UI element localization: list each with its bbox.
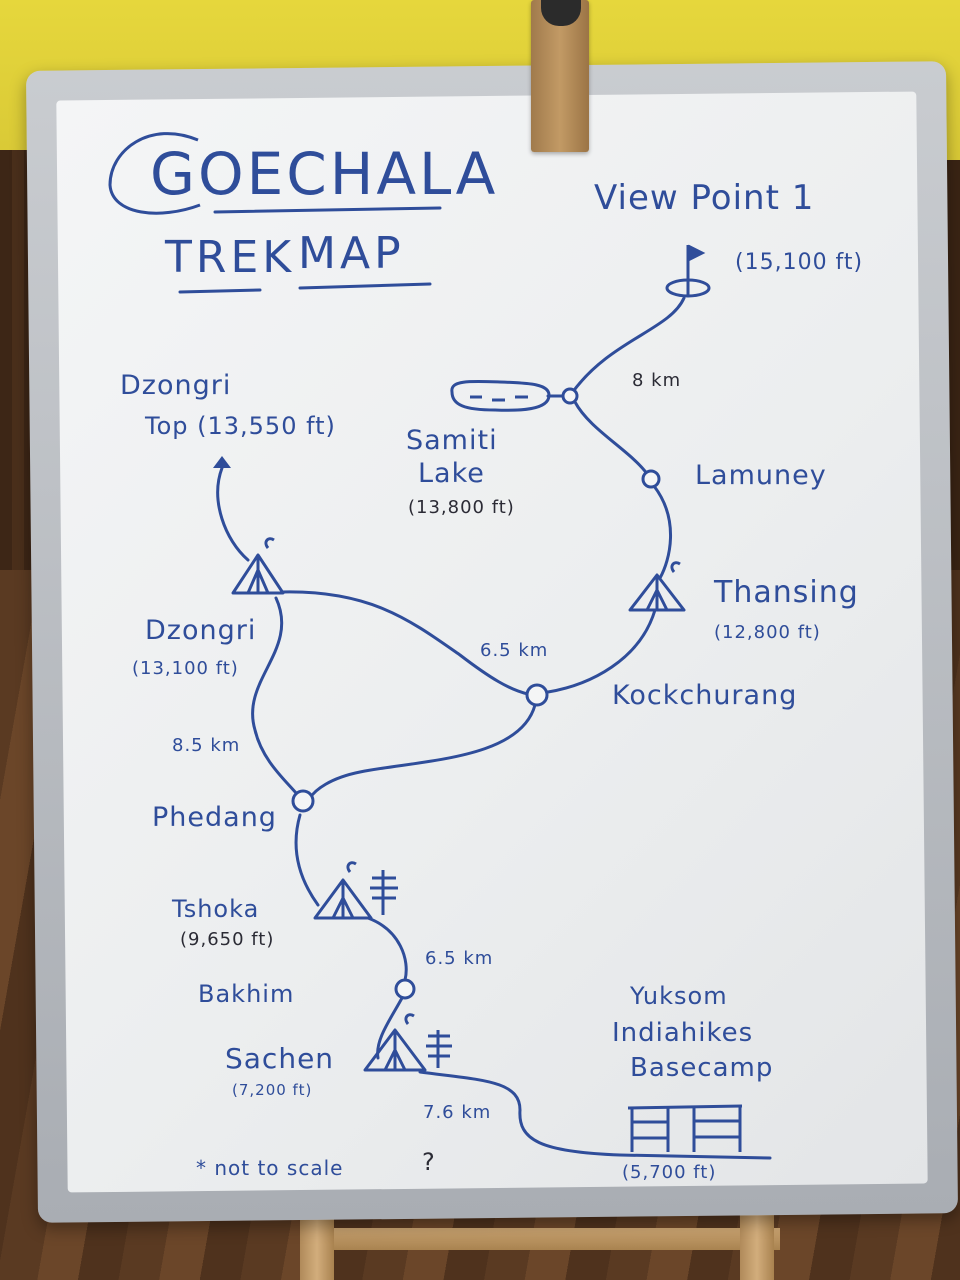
flag-icon <box>665 244 711 298</box>
lamuney-label: Lamuney <box>695 460 827 491</box>
dzongri-top-label-line2: Top (13,550 ft) <box>145 412 336 440</box>
easel-crossbar <box>300 1228 780 1250</box>
title-g-flourish <box>108 132 201 215</box>
kockchurang-label: Kockchurang <box>612 680 798 711</box>
map-title: GOECHALA <box>150 140 499 208</box>
route-samiti-lamuney <box>573 400 650 477</box>
subtitle-underline <box>178 282 432 294</box>
phedang-label: Phedang <box>152 802 277 833</box>
footnote-not-to-scale: * not to scale <box>196 1156 344 1180</box>
yuksom-altitude: (5,700 ft) <box>622 1162 717 1183</box>
easel-leg-right <box>740 1210 774 1280</box>
thansing-altitude: (12,800 ft) <box>714 622 821 643</box>
basecamp-building-icon <box>627 1104 743 1152</box>
viewpoint-altitude: (15,100 ft) <box>735 250 864 275</box>
corner-scribble-mark: ? <box>422 1148 436 1176</box>
sachen-label: Sachen <box>225 1042 335 1075</box>
samiti-label-line2: Lake <box>418 458 485 489</box>
route-tshoka-bakhim <box>366 916 408 982</box>
easel-leg-left <box>300 1210 334 1280</box>
yuksom-label-line3: Basecamp <box>630 1053 774 1083</box>
tshoka-label: Tshoka <box>172 895 260 923</box>
tent-icon-dzongri <box>231 537 285 595</box>
tshoka-altitude: (9,650 ft) <box>180 929 275 950</box>
bakhim-label: Bakhim <box>198 980 295 1008</box>
route-phedang-tshoka <box>294 813 320 907</box>
route-kockchurang-phedang <box>308 703 537 800</box>
distance-sachen-yuksom: 7.6 km <box>423 1102 492 1123</box>
route-viewpoint-samiti <box>570 296 686 395</box>
dzongri-top-label-line1: Dzongri <box>120 370 232 401</box>
tent-icon-thansing <box>628 561 686 612</box>
title-underline <box>213 206 442 214</box>
summit-arrow-icon <box>213 456 231 468</box>
tent-icon-tshoka <box>313 861 398 920</box>
route-dzongritop-dzongri <box>216 466 250 562</box>
lake-icon <box>450 379 551 412</box>
waypoint-samiti-junction <box>561 387 579 405</box>
route-dzongri-phedang <box>251 596 298 795</box>
waypoint-lamuney <box>641 469 661 489</box>
viewpoint-label: View Point 1 <box>594 178 815 218</box>
dzongri-altitude: (13,100 ft) <box>132 658 239 679</box>
distance-dzongri-phedang: 8.5 km <box>172 735 241 756</box>
distance-kockchurang-dzongri: 6.5 km <box>480 640 549 661</box>
map-subtitle-trek: TREK <box>165 232 296 283</box>
distance-viewpoint: 8 km <box>632 370 682 391</box>
map-subtitle-map: MAP <box>298 228 405 279</box>
samiti-altitude: (13,800 ft) <box>408 497 515 518</box>
route-dzongri-kockchurang <box>280 590 530 696</box>
sachen-altitude: (7,200 ft) <box>232 1081 313 1099</box>
waypoint-bakhim <box>394 978 416 1000</box>
distance-tshoka-sachen: 6.5 km <box>425 948 494 969</box>
waypoint-phedang <box>291 789 315 813</box>
dzongri-label: Dzongri <box>145 615 257 646</box>
samiti-label-line1: Samiti <box>406 425 498 456</box>
clamp-knob <box>541 0 581 26</box>
route-lamuney-thansing <box>652 484 673 580</box>
thansing-label: Thansing <box>714 575 859 610</box>
yuksom-label-line1: Yuksom <box>630 982 728 1010</box>
route-thansing-kockchurang <box>546 608 657 694</box>
yuksom-label-line2: Indiahikes <box>612 1018 754 1048</box>
route-sachen-yuksom <box>418 1070 772 1160</box>
tent-icon-sachen <box>363 1013 452 1072</box>
waypoint-kockchurang <box>525 683 549 707</box>
